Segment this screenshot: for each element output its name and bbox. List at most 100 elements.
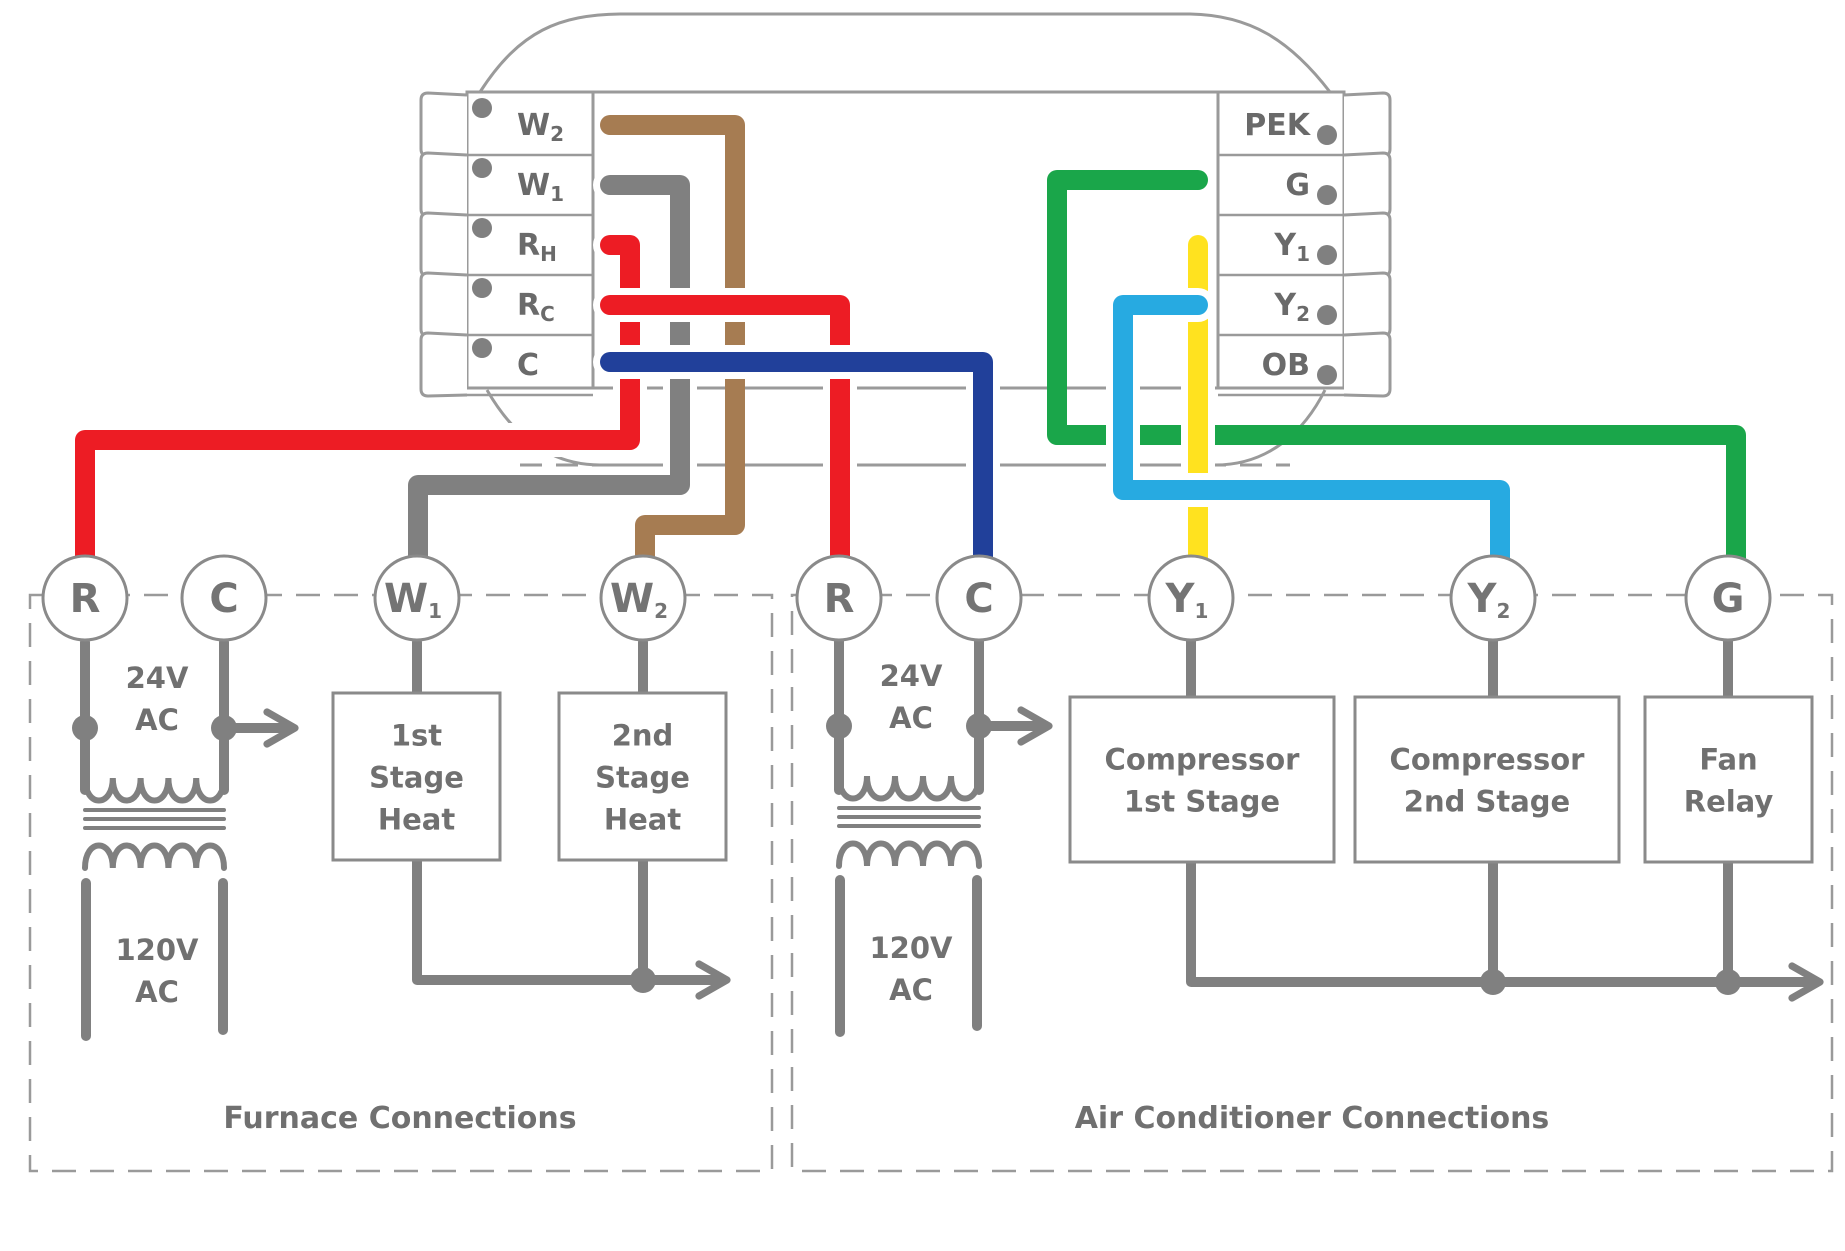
right-terminal-tab — [1343, 211, 1392, 278]
ac-low-voltage-label-1: 24V — [880, 659, 943, 693]
furnace-w1-node-circle — [373, 554, 461, 642]
transformer-secondary-coil — [836, 773, 982, 802]
ac-c-node: C — [935, 554, 1023, 642]
junction-dot — [826, 713, 852, 739]
compressor-second-stage-box-label: Compressor — [1390, 743, 1586, 777]
w2-control-wire — [600, 115, 745, 580]
ac-r-node-label: R — [824, 576, 855, 622]
junction-dot — [211, 715, 237, 741]
ac-y1-node: Y1 — [1147, 554, 1235, 642]
furnace-w2-node-circle — [599, 554, 687, 642]
junction-dot — [1480, 969, 1506, 995]
terminal-screw-icon — [472, 158, 492, 178]
furnace-low-voltage-label-1: 24V — [126, 661, 189, 695]
first-stage-heat-box-label: Stage — [369, 761, 464, 795]
junction-dot — [1715, 969, 1741, 995]
furnace-w2-node: W2 — [599, 554, 687, 642]
terminal-screw-icon — [1317, 125, 1337, 145]
junction-dot — [966, 713, 992, 739]
furnace-c-node: C — [180, 554, 268, 642]
terminal-screw-icon — [1317, 365, 1337, 385]
ac-section-border — [790, 593, 1834, 1173]
right-terminal-tab — [1343, 91, 1392, 158]
rc-control-wire — [600, 295, 850, 580]
furnace-section-label: Furnace Connections — [223, 1101, 576, 1136]
fan-relay-box-label: Fan — [1699, 743, 1757, 777]
compressor-first-stage-box-label: Compressor — [1105, 743, 1301, 777]
control-wires — [68, 115, 1746, 587]
furnace-line-voltage-label-1: 120V — [116, 933, 200, 967]
junction-dot — [72, 715, 98, 741]
ac-line-voltage-label-1: 120V — [870, 931, 954, 965]
right-terminal-tab — [1343, 151, 1392, 218]
right-terminal-tab — [1343, 271, 1392, 338]
y2-control-wire — [1113, 295, 1510, 580]
ac-r-node: R — [795, 554, 883, 642]
ac-section-label: Air Conditioner Connections — [1075, 1101, 1550, 1136]
w1-control-wire — [408, 175, 690, 580]
furnace-r-node-label: R — [70, 576, 101, 622]
furnace-section-border — [28, 593, 774, 1173]
furnace-low-voltage-label-2: AC — [135, 703, 179, 737]
terminal-nodes: R C W1 W2 R C Y1 Y2 G — [41, 554, 1772, 642]
transformer-icon — [836, 773, 982, 869]
transformer-primary-coil — [82, 842, 227, 871]
g-control-wire — [1047, 170, 1746, 580]
compressor-second-stage-box: Compressor 2nd Stage — [1353, 695, 1621, 864]
ac-line-voltage-label-2: AC — [889, 973, 933, 1007]
ac-c-node-circle — [935, 554, 1023, 642]
fan-relay-box-frame — [1643, 695, 1814, 864]
first-stage-heat-box-frame — [331, 691, 502, 862]
transformers — [82, 773, 982, 871]
compressor-first-stage-box-frame — [1068, 695, 1336, 864]
terminal-screw-icon — [472, 98, 492, 118]
second-stage-heat-box-frame — [557, 691, 728, 862]
transformer-primary-coil — [836, 840, 982, 869]
terminal-screw-icon — [1317, 305, 1337, 325]
w1-heat-wire — [412, 637, 650, 985]
terminal-screw-icon — [1317, 245, 1337, 265]
transformer-icon — [82, 775, 227, 871]
terminal-screw-icon — [472, 338, 492, 358]
ac-y2-node-circle — [1449, 554, 1537, 642]
c-control-wire — [600, 352, 993, 580]
right-terminal-label: PEK — [1244, 108, 1311, 143]
ac-g-node-label: G — [1712, 576, 1745, 622]
transformer-secondary-coil — [82, 775, 227, 804]
furnace-c-node-label: C — [209, 576, 238, 622]
right-terminal-tab — [1343, 331, 1392, 398]
compressor-second-stage-box-label: 2nd Stage — [1404, 785, 1570, 819]
compressor-first-stage-box: Compressor 1st Stage — [1068, 695, 1336, 864]
furnace-c-node-circle — [180, 554, 268, 642]
fan-relay-box-label: Relay — [1684, 785, 1774, 819]
ac-g-node-circle — [1684, 554, 1772, 642]
ac-c-node-label: C — [964, 576, 993, 622]
furnace-line-voltage-label-2: AC — [135, 975, 179, 1009]
first-stage-heat-box-label: 1st — [391, 719, 442, 753]
left-terminal-tab — [419, 151, 468, 218]
circuit-lines — [80, 635, 1824, 1041]
left-terminal-frame — [465, 90, 595, 390]
ac-y2-node: Y2 — [1449, 554, 1537, 642]
ac-g-node: G — [1684, 554, 1772, 642]
compressor-first-stage-box-label: 1st Stage — [1124, 785, 1280, 819]
second-stage-heat-box-label: 2nd — [612, 719, 674, 753]
right-terminal-label: OB — [1262, 348, 1310, 383]
furnace-w1-node: W1 — [373, 554, 461, 642]
junction-dots — [72, 713, 1741, 995]
terminal-screw-icon — [1317, 185, 1337, 205]
furnace-r-node: R — [41, 554, 129, 642]
thermostat-top-arc — [478, 12, 1332, 93]
terminal-screw-icon — [472, 278, 492, 298]
furnace-r-node-circle — [41, 554, 129, 642]
ac-r-node-circle — [795, 554, 883, 642]
left-terminal-tab — [419, 211, 468, 278]
left-terminal-tab — [419, 331, 468, 398]
junction-dot — [630, 967, 656, 993]
